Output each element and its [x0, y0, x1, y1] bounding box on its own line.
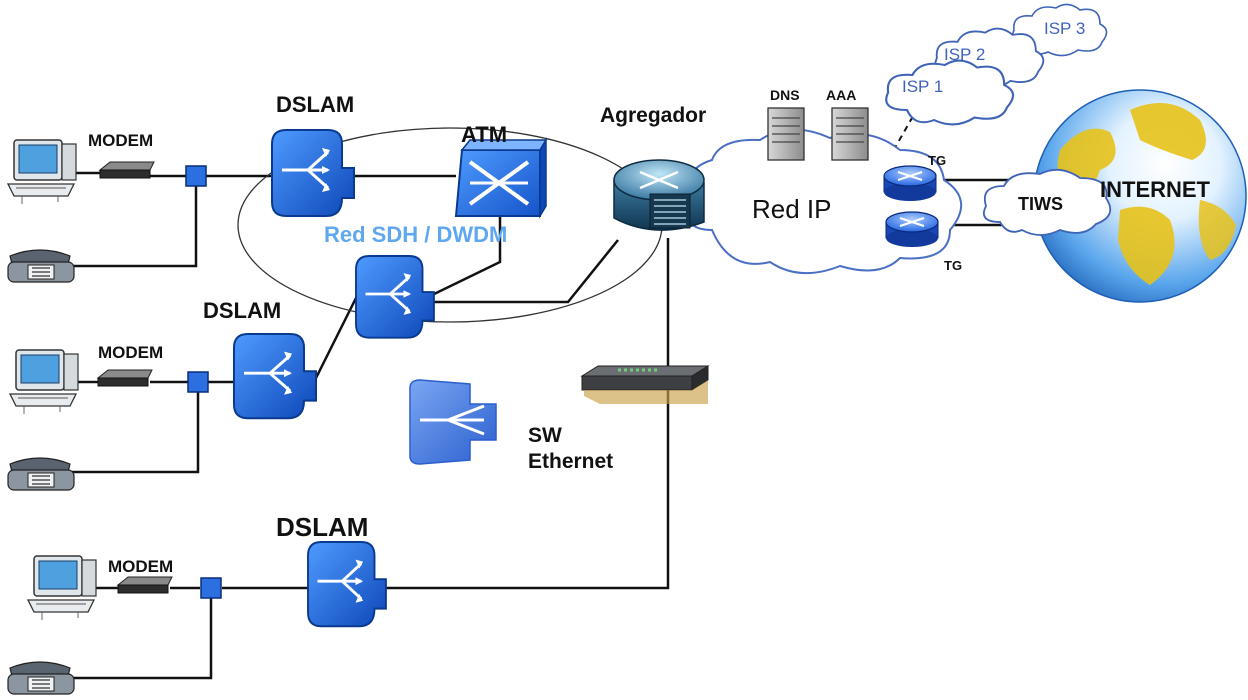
tg-top-label: TG: [928, 153, 946, 168]
modem-2: [97, 369, 153, 387]
sw-label-line1: SW: [528, 424, 562, 447]
dns-label: DNS: [770, 87, 800, 103]
aaa-label: AAA: [826, 87, 856, 103]
internet-globe: [1033, 89, 1247, 303]
isp3-label: ISP 3: [1044, 19, 1085, 38]
pc-2: [9, 349, 79, 415]
ethernet-switch-box: [580, 365, 710, 404]
internet-label: INTERNET: [1100, 177, 1211, 202]
modem-3: [117, 576, 173, 594]
dslam-2-device: [232, 332, 318, 420]
aaa-server: [831, 107, 869, 161]
dslam-ring-device: [354, 254, 436, 340]
phone-3: [7, 661, 75, 695]
modem-1-label: MODEM: [88, 131, 153, 150]
tiws-cloud: [982, 168, 1112, 236]
splitter-3: [200, 577, 222, 599]
atm-switch: [454, 137, 548, 219]
tg-bottom-label: TG: [944, 258, 962, 273]
sw-ethernet-icon: [409, 379, 497, 465]
aggregator-router: [613, 159, 705, 231]
dslam-3-device: [306, 540, 388, 628]
pc-1: [7, 139, 77, 205]
dns-server: [767, 107, 805, 161]
splitter-1: [185, 165, 207, 187]
splitter-2: [187, 371, 209, 393]
modem-1: [99, 161, 155, 179]
tiws-label: TIWS: [1018, 194, 1063, 214]
sw-label-line2: Ethernet: [528, 450, 613, 473]
tg-router-top: [883, 165, 937, 201]
pc-3: [27, 555, 97, 621]
dslam-1-device: [270, 128, 356, 218]
atm-label: ATM: [461, 122, 507, 147]
sdh-ring-label: Red SDH / DWDM: [324, 222, 507, 247]
phone-2: [7, 457, 75, 491]
connection-lines: [68, 117, 1050, 680]
isp2-label: ISP 2: [944, 45, 985, 64]
red-ip-label: Red IP: [752, 194, 832, 224]
tg-router-bottom: [885, 211, 939, 247]
dslam-3-label: DSLAM: [276, 512, 368, 542]
modem-3-label: MODEM: [108, 557, 173, 576]
modem-2-label: MODEM: [98, 343, 163, 362]
phone-1: [7, 249, 75, 283]
aggregator-label: Agregador: [600, 104, 706, 127]
dslam-2-label: DSLAM: [203, 298, 281, 323]
isp1-label: ISP 1: [902, 77, 943, 96]
dslam-1-label: DSLAM: [276, 92, 354, 117]
